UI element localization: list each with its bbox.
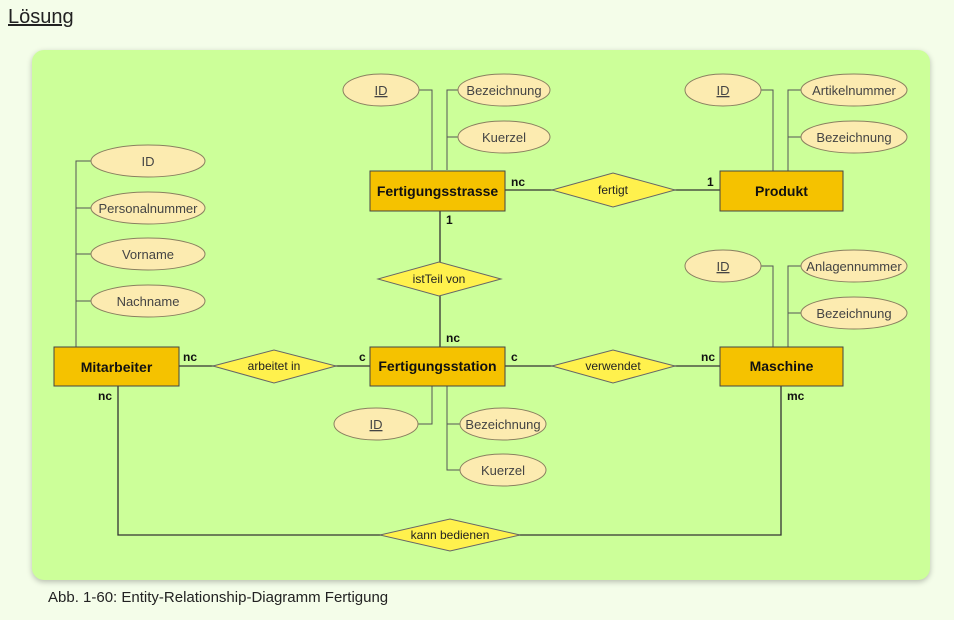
svg-text:Bezeichnung: Bezeichnung: [465, 417, 540, 432]
attr-fertigungsstrasse-bezeichnung: Bezeichnung: [457, 73, 551, 107]
attr-maschine-bezeichnung: Bezeichnung: [800, 296, 908, 330]
cardinality-maschine-verwendet: nc: [701, 350, 715, 364]
entity-produkt: Produkt: [719, 170, 844, 212]
svg-text:Bezeichnung: Bezeichnung: [466, 83, 541, 98]
relationship-arbeitet-in: arbeitet in: [211, 349, 338, 384]
cardinality-produkt-fertigt: 1: [707, 175, 714, 189]
svg-text:ID: ID: [370, 417, 383, 432]
svg-text:ID: ID: [717, 259, 730, 274]
svg-text:arbeitet in: arbeitet in: [248, 359, 301, 373]
attr-mitarbeiter-personalnummer: Personalnummer: [90, 191, 206, 225]
relationship-kann-bedienen: kann bedienen: [379, 518, 521, 552]
cardinality-fs-istteil: 1: [446, 213, 453, 227]
svg-text:Kuerzel: Kuerzel: [482, 130, 526, 145]
attr-produkt-id: ID: [684, 73, 762, 107]
attr-mitarbeiter-id: ID: [90, 144, 206, 178]
svg-text:ID: ID: [142, 154, 155, 169]
svg-text:Bezeichnung: Bezeichnung: [816, 306, 891, 321]
attr-fertigungsstrasse-kuerzel: Kuerzel: [457, 120, 551, 154]
attr-produkt-bezeichnung: Bezeichnung: [800, 120, 908, 154]
svg-text:Anlagennummer: Anlagennummer: [806, 259, 902, 274]
svg-text:Produkt: Produkt: [755, 183, 808, 199]
svg-text:Mitarbeiter: Mitarbeiter: [81, 359, 153, 375]
svg-text:Nachname: Nachname: [117, 294, 180, 309]
cardinality-mitarbeiter-kann: nc: [98, 389, 112, 403]
svg-text:Maschine: Maschine: [750, 358, 814, 374]
svg-text:Bezeichnung: Bezeichnung: [816, 130, 891, 145]
relationship-fertigt: fertigt: [550, 172, 677, 208]
svg-text:Kuerzel: Kuerzel: [481, 463, 525, 478]
attr-fertigungsstation-id: ID: [333, 407, 419, 441]
svg-text:Fertigungsstrasse: Fertigungsstrasse: [377, 183, 499, 199]
svg-text:fertigt: fertigt: [598, 183, 629, 197]
entity-maschine: Maschine: [719, 346, 844, 387]
attr-mitarbeiter-nachname: Nachname: [90, 284, 206, 318]
svg-text:istTeil von: istTeil von: [413, 272, 466, 286]
cardinality-station-arbeitet: c: [359, 350, 366, 364]
cardinality-maschine-kann: mc: [787, 389, 805, 403]
attr-fertigungsstrasse-id: ID: [342, 73, 420, 107]
cardinality-fs-fertigt: nc: [511, 175, 525, 189]
svg-text:Artikelnummer: Artikelnummer: [812, 83, 896, 98]
figure-caption: Abb. 1-60: Entity-Relationship-Diagramm …: [48, 589, 389, 606]
attr-maschine-anlagennummer: Anlagennummer: [800, 249, 908, 283]
attr-produkt-artikelnummer: Artikelnummer: [800, 73, 908, 107]
entity-mitarbeiter: Mitarbeiter: [53, 346, 180, 387]
attr-mitarbeiter-vorname: Vorname: [90, 237, 206, 271]
svg-text:verwendet: verwendet: [585, 359, 641, 373]
attr-maschine-id: ID: [684, 249, 762, 283]
svg-text:Vorname: Vorname: [122, 247, 174, 262]
cardinality-station-istteil: nc: [446, 331, 460, 345]
svg-text:Personalnummer: Personalnummer: [99, 201, 199, 216]
entity-fertigungsstrasse: Fertigungsstrasse: [369, 170, 506, 212]
page-heading: Lösung: [8, 6, 74, 28]
svg-text:ID: ID: [375, 83, 388, 98]
relationship-verwendet: verwendet: [550, 349, 677, 384]
svg-text:kann bedienen: kann bedienen: [411, 528, 490, 542]
svg-text:Fertigungsstation: Fertigungsstation: [378, 358, 496, 374]
entity-fertigungsstation: Fertigungsstation: [369, 346, 506, 387]
relationship-istteil-von: istTeil von: [376, 261, 503, 297]
attr-fertigungsstation-kuerzel: Kuerzel: [459, 453, 547, 487]
attr-fertigungsstation-bezeichnung: Bezeichnung: [459, 407, 547, 441]
cardinality-station-verwendet: c: [511, 350, 518, 364]
svg-text:ID: ID: [717, 83, 730, 98]
cardinality-mitarbeiter-arbeitet: nc: [183, 350, 197, 364]
